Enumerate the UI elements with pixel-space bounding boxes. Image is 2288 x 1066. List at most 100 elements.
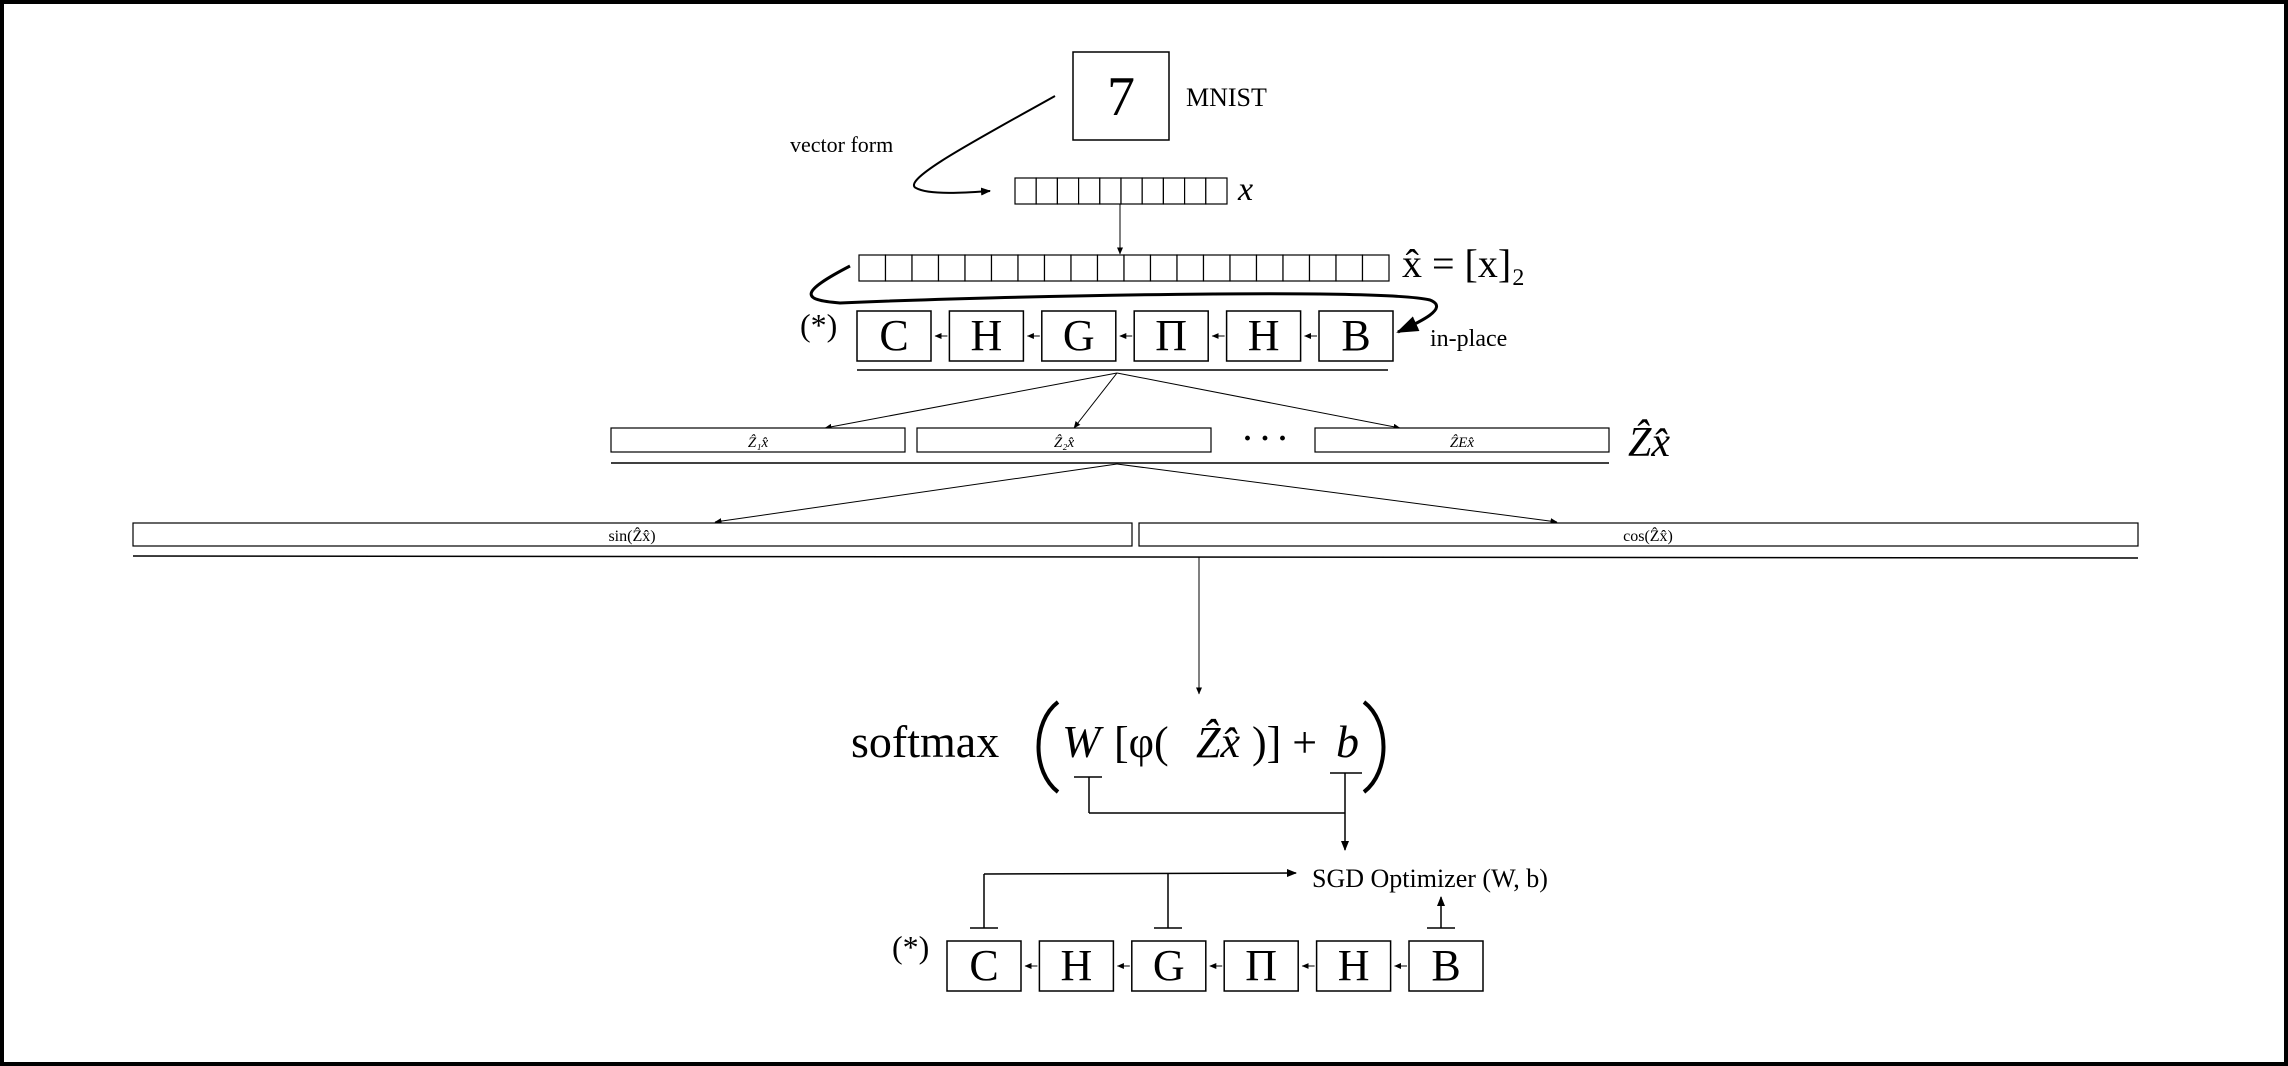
xhat-vector-cell — [937, 254, 966, 282]
xhat-vector-cell — [1308, 254, 1337, 282]
xhat-vector — [858, 254, 1390, 282]
b-optimizer-connector — [1427, 896, 1455, 929]
svg-text:ẐEx̂: ẐEx̂ — [1450, 434, 1475, 451]
softmax-inner-open: [φ( — [1114, 718, 1169, 767]
top-chain-block-label: G — [1063, 311, 1095, 360]
xhat-vector-cell — [1255, 254, 1284, 282]
softmax-W: W — [1062, 716, 1104, 767]
arrow-to-ze — [1116, 372, 1401, 430]
x-vector-cell — [1056, 177, 1080, 205]
top-chain-block: G — [1041, 310, 1117, 362]
cos-label: cos(Ẑx̂) — [1623, 526, 1673, 545]
xhat-vector-cell — [964, 254, 993, 282]
bottom-chain-block-label: H — [1061, 941, 1093, 990]
xhat-vector-cell — [1335, 254, 1364, 282]
xhat-vector-cell — [1043, 254, 1072, 282]
top-chain-block: H — [948, 310, 1025, 362]
svg-text:Ẑ₂x̂: Ẑ₂x̂ — [1054, 434, 1075, 451]
x-vector-cell — [1205, 177, 1228, 205]
softmax-inner-close: )] + — [1252, 718, 1317, 767]
w-b-connector — [1074, 772, 1362, 851]
mnist-digit: 7 — [1107, 66, 1135, 128]
top-chain-block: C — [856, 310, 932, 362]
bottom-chain-block-label: G — [1153, 941, 1185, 990]
arrow-to-cos — [1116, 463, 1558, 525]
zx-block-e: ẐEx̂ — [1314, 427, 1610, 453]
top-chain-block-label: B — [1341, 311, 1370, 360]
x-vector-cell — [1077, 177, 1101, 205]
arrow-to-sin — [714, 463, 1118, 525]
xhat-vector-cell — [1361, 254, 1390, 282]
sin-block: sin(Ẑx̂) — [132, 522, 1133, 547]
bottom-chain-block-label: B — [1431, 941, 1460, 990]
x-vector-cell — [1014, 177, 1037, 205]
bottom-chain-star: (*) — [892, 929, 929, 965]
cos-block: cos(Ẑx̂) — [1138, 522, 2139, 547]
xhat-vector-cell — [884, 254, 913, 282]
xhat-vector-cell — [1176, 254, 1205, 282]
bottom-chain-block: Π — [1223, 940, 1299, 992]
xhat-vector-cell — [1123, 254, 1152, 282]
sin-label: sin(Ẑx̂) — [608, 526, 655, 545]
xhat-vector-cell — [911, 254, 940, 282]
arrow-to-z1 — [824, 372, 1118, 430]
x-vector-cell — [1120, 177, 1143, 205]
bottom-chain-block-label: C — [969, 941, 998, 990]
mnist-label: MNIST — [1186, 83, 1267, 112]
bottom-chain-block-label: H — [1338, 941, 1370, 990]
zx-label: Ẑx̂ — [1628, 419, 1670, 466]
top-chain-block-label: H — [1248, 311, 1280, 360]
xhat-vector-cell — [990, 254, 1019, 282]
cg-optimizer-connector — [970, 869, 1297, 929]
xhat-vector-cell — [1282, 254, 1311, 282]
xhat-vector-cell — [1017, 254, 1046, 282]
xhat-vector-cell — [858, 254, 887, 282]
top-chain-block: B — [1318, 310, 1394, 362]
softmax-b: b — [1336, 716, 1359, 767]
softmax-func: softmax — [851, 716, 999, 767]
top-chain-block-label: Π — [1155, 311, 1187, 360]
x-vector-cell — [1141, 177, 1164, 205]
bottom-chain-block-label: Π — [1245, 941, 1277, 990]
bottom-chain-block: B — [1408, 940, 1484, 992]
top-chain-block: Π — [1133, 310, 1209, 362]
bottom-chain-block: H — [1315, 940, 1392, 992]
softmax-expression: softmax W [φ( Ẑx̂ )] + b — [851, 700, 1386, 794]
top-chain-block-label: H — [971, 311, 1003, 360]
svg-text:Ẑ₁x̂: Ẑ₁x̂ — [748, 434, 769, 451]
in-place-label: in-place — [1430, 326, 1507, 352]
x-vector-cell — [1099, 177, 1122, 205]
bottom-chain-block: G — [1131, 940, 1207, 992]
vector-form-label: vector form — [790, 132, 893, 157]
xhat-vector-cell — [1202, 254, 1231, 282]
zx-block-1: Ẑ₁x̂ — [610, 427, 906, 453]
paren-right — [1362, 700, 1386, 794]
bottom-chain-block: H — [1038, 940, 1115, 992]
xhat-vector-cell — [1096, 254, 1125, 282]
top-chain-block: H — [1225, 310, 1302, 362]
xhat-vector-cell — [1070, 254, 1099, 282]
x-vector — [1014, 177, 1228, 205]
top-chain-block-label: C — [879, 311, 908, 360]
x-vector-cell — [1162, 177, 1186, 205]
bottom-chain-block: C — [946, 940, 1022, 992]
paren-left — [1036, 700, 1060, 794]
zx-ellipsis: · · · — [1242, 422, 1287, 455]
x-vector-cell — [1035, 177, 1058, 205]
optimizer-label: SGD Optimizer (W, b) — [1312, 864, 1548, 893]
softmax-inner-z: Ẑx̂ — [1196, 718, 1240, 767]
in-place-arrow — [809, 264, 1439, 334]
xhat-label: x̂ = [x]₂ — [1402, 241, 1525, 286]
trig-underline — [132, 555, 2139, 559]
xhat-vector-cell — [1149, 254, 1178, 282]
arrow-to-z2 — [1073, 372, 1118, 429]
mnist-digit-box: 7 — [1072, 51, 1170, 141]
x-vector-cell — [1183, 177, 1207, 205]
zx-block-2: Ẑ₂x̂ — [916, 427, 1212, 453]
top-chain-star: (*) — [800, 307, 837, 343]
